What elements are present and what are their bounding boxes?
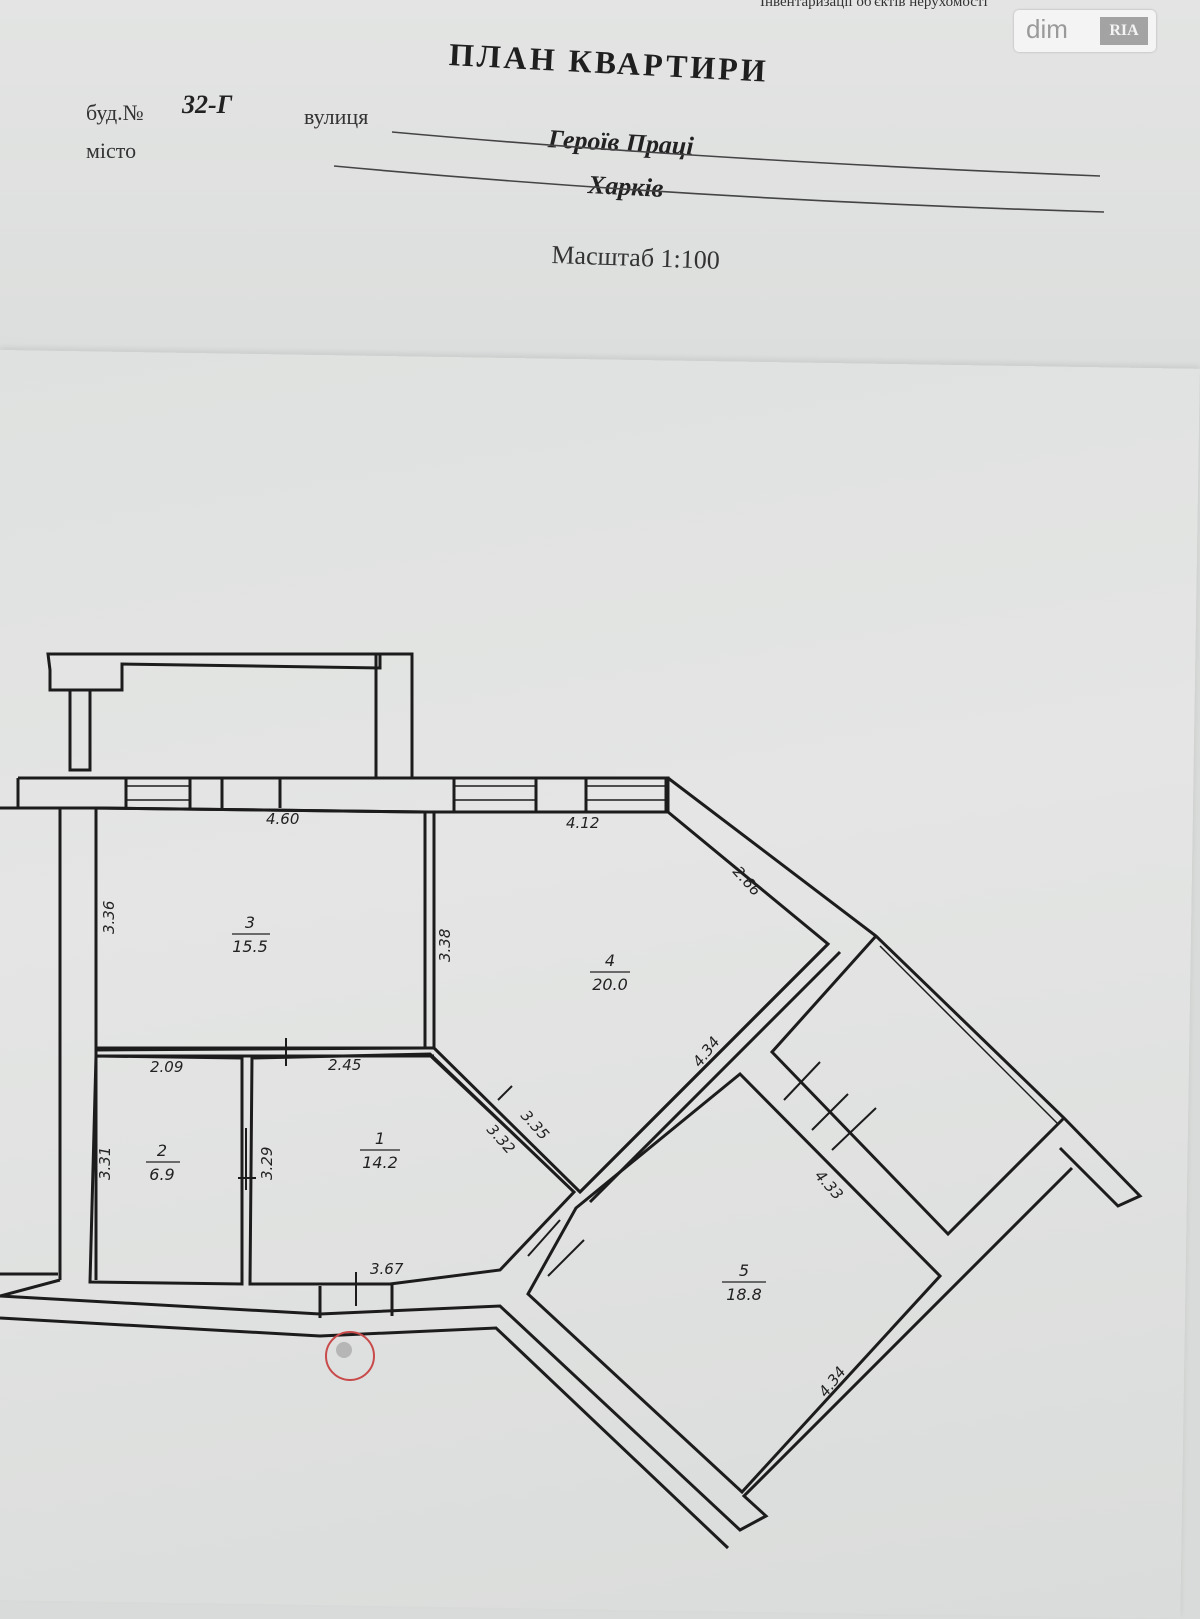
- building-number: 32-Г: [182, 90, 233, 119]
- room-2-outline: [88, 1054, 244, 1286]
- room-4-area: 20.0: [592, 975, 628, 994]
- dim-room2-left: 3.31: [96, 1147, 114, 1180]
- dim-room2-top: 2.09: [150, 1058, 183, 1076]
- dim-room3-left: 3.36: [100, 901, 118, 934]
- right-balcony-rail: [879, 945, 1059, 1125]
- left-wall-inner: [0, 808, 98, 1298]
- dim-room1-top: 2.45: [328, 1056, 361, 1074]
- right-diagonal-wall: [667, 776, 1143, 1208]
- room-5-area: 18.8: [726, 1285, 762, 1304]
- dim-ria-logo: dim RIA: [1014, 10, 1156, 52]
- window-panes: [126, 785, 666, 801]
- dim-room1-left: 3.29: [258, 1147, 276, 1180]
- window-bottom: [318, 1284, 394, 1318]
- city-label: місто: [86, 138, 137, 163]
- balcony-wall-left: [68, 690, 92, 772]
- room-1-outline: [248, 1052, 577, 1286]
- window-top-right: [452, 778, 668, 812]
- logo-ria-text: RIA: [1100, 17, 1148, 45]
- dim-room1-bottom: 3.67: [370, 1260, 404, 1278]
- door-4-1: [429, 1055, 575, 1193]
- street-underline: [391, 131, 1101, 177]
- door-1-5: [527, 1219, 585, 1277]
- room-1-area: 14.2: [362, 1153, 398, 1172]
- city-underline: [333, 165, 1105, 213]
- right-balcony: [769, 934, 1066, 1237]
- room-1-number: 1: [375, 1129, 385, 1148]
- inventory-header-strip: Інвентаризації об'єктів нерухомості: [760, 0, 988, 10]
- room-2-area: 6.9: [149, 1165, 174, 1184]
- bottom-exterior-wall-outer: [0, 1316, 730, 1550]
- room-3-area: 15.5: [232, 937, 268, 956]
- room-5-outline: [526, 1071, 943, 1495]
- logo-dim-text: dim: [1026, 14, 1068, 44]
- street-label: вулиця: [304, 104, 369, 129]
- door-1-2: [238, 1128, 256, 1190]
- wall-4-5: [578, 942, 842, 1204]
- stamp-smudge: [336, 1342, 352, 1358]
- dim-room5-top: 4.33: [811, 1167, 847, 1204]
- dim-room3-right: 3.38: [436, 929, 454, 962]
- room-3-outline: [94, 806, 427, 1052]
- dimension-labels: 4.60 3.36 3.38 4.12 2.66 4.34 3.35 3.32 …: [96, 810, 850, 1400]
- room-3-number: 3: [245, 913, 255, 932]
- document-sheet-top: [0, 0, 1200, 372]
- room-5-number: 5: [739, 1261, 749, 1280]
- left-wall-outer: [0, 806, 62, 1280]
- dim-room4-lower: 3.35: [517, 1107, 553, 1144]
- dim-room4-top: 4.12: [566, 814, 599, 832]
- room-labels: 3 15.5 4 20.0 2 6.9 1 14.2 5 18.8: [146, 913, 766, 1304]
- door-5-balcony: [783, 1061, 877, 1151]
- header-underlines: [333, 131, 1105, 213]
- balcony-rail: [46, 652, 382, 692]
- red-stamp-mark: [325, 1331, 375, 1381]
- window-top-left: [124, 778, 282, 808]
- balcony-wall-right: [374, 652, 414, 780]
- room-2-number: 2: [157, 1141, 167, 1160]
- bottom-exterior-wall: [0, 1166, 1074, 1532]
- building-label: буд.№: [86, 100, 144, 125]
- dim-room3-top: 4.60: [266, 810, 299, 828]
- room-4-number: 4: [605, 951, 615, 970]
